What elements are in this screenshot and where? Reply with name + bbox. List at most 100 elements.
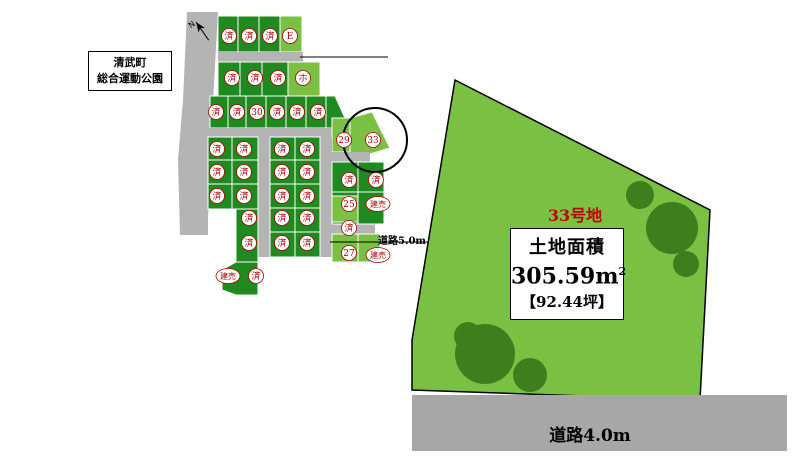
lot-marker: [236, 164, 252, 180]
lot-marker: [295, 70, 311, 86]
lot-marker: [299, 188, 315, 204]
lot-marker-label: 済: [277, 237, 286, 249]
area-unit-sup: 2: [618, 265, 627, 278]
lot-marker-label: 済: [212, 190, 221, 202]
lot-marker-label: 済: [265, 30, 274, 42]
lot-marker: [241, 235, 257, 251]
area-tsubo: 【92.44坪】: [521, 293, 613, 312]
lot-marker: [341, 172, 357, 188]
built-marker-label: 建売: [370, 250, 386, 260]
lot-marker: [274, 235, 290, 251]
built-marker-label: 建売: [370, 199, 386, 209]
park-label: 清武町 総合運動公園: [88, 51, 172, 91]
small-road-label: 道路5.0m: [378, 236, 426, 247]
lot-marker-label: 27: [343, 249, 355, 259]
lot-marker-label: 済: [302, 166, 311, 178]
lot-marker: [224, 70, 240, 86]
lot-marker-label: 済: [244, 237, 253, 249]
lot-marker-label: 済: [251, 270, 260, 282]
lot-marker-label: 済: [239, 166, 248, 178]
lot-marker: [336, 132, 352, 148]
tree-group: [454, 181, 699, 392]
lot-marker-label: 済: [232, 106, 241, 118]
lot-marker: [368, 172, 384, 188]
park-label-line1: 清武町: [113, 56, 147, 69]
lot-marker: [249, 104, 265, 120]
lot-marker: [236, 188, 252, 204]
lot-marker: [236, 141, 252, 157]
lot-marker-label: 33: [367, 136, 379, 146]
lot-marker-label: 済: [302, 143, 311, 155]
lot-marker: [274, 188, 290, 204]
internal-road-4: [320, 137, 332, 257]
lot-marker: [289, 104, 305, 120]
area-title: 土地面積: [529, 237, 605, 258]
lot-marker: [241, 28, 257, 44]
north-arrow-icon: N: [187, 19, 210, 41]
lot-marker-label: 済: [302, 212, 311, 224]
lot-marker-label: 済: [313, 106, 322, 118]
lot-marker-label: 29: [338, 136, 350, 146]
area-value: 305.59m2: [511, 259, 627, 290]
lot-marker-label: E: [287, 32, 294, 42]
lot-marker: [241, 210, 257, 226]
lot-marker-label: 済: [244, 30, 253, 42]
lot-marker-label: 済: [344, 174, 353, 186]
lot-marker-label: 済: [277, 166, 286, 178]
park-label-line2: 総合運動公園: [97, 72, 163, 85]
lot-marker-label: 済: [273, 72, 282, 84]
lot-marker-label: 済: [302, 190, 311, 202]
lot-marker: [209, 141, 225, 157]
lot-marker: [208, 104, 224, 120]
lot-marker: [269, 104, 285, 120]
lot-marker: [299, 235, 315, 251]
lot-marker-label: 済: [239, 190, 248, 202]
lot-marker-label: 済: [227, 72, 236, 84]
lot-name: 33号地: [547, 206, 603, 225]
tree: [673, 251, 699, 277]
lot-marker-label: 済: [371, 174, 380, 186]
lot-marker: [341, 220, 357, 236]
lot-marker: [270, 70, 286, 86]
lot-marker: [282, 28, 298, 44]
lot-marker: [341, 196, 357, 212]
lot-marker: [248, 268, 264, 284]
internal-road-3: [258, 137, 270, 257]
internal-road-2: [210, 128, 332, 137]
lot-marker-label: ホ: [298, 73, 307, 84]
lot-marker-label: 済: [277, 190, 286, 202]
built-marker-label: 建売: [220, 271, 236, 281]
road-label: 道路4.0m: [549, 426, 631, 446]
lot-marker-label: 済: [277, 212, 286, 224]
lot-marker: [274, 210, 290, 226]
lot-marker-label: 済: [292, 106, 301, 118]
internal-road-5: [330, 152, 370, 162]
lot-marker-label: 済: [272, 106, 281, 118]
lot-marker: [299, 210, 315, 226]
lot-marker: [274, 141, 290, 157]
lot-marker: [229, 104, 245, 120]
lot-marker: [209, 188, 225, 204]
area-box: 土地面積 305.59m2 【92.44坪】: [510, 228, 627, 320]
lot-marker: [247, 70, 263, 86]
tree: [454, 322, 482, 350]
lot-marker-label: 済: [250, 72, 259, 84]
block-right-col: [331, 161, 385, 263]
lot-marker-label: 済: [344, 222, 353, 234]
tree: [646, 202, 698, 254]
lot-marker: [262, 28, 278, 44]
lot-marker-label: 済: [244, 212, 253, 224]
lot-marker: [310, 104, 326, 120]
svg-text:N: N: [187, 19, 197, 30]
area-unit: m: [595, 263, 619, 290]
lot-marker-label: 済: [277, 143, 286, 155]
lot-marker-label: 済: [212, 143, 221, 155]
lot-marker: [365, 132, 381, 148]
road-4m: [412, 395, 787, 451]
lot-marker: [274, 164, 290, 180]
lot-marker: [299, 164, 315, 180]
area-number: 305.59: [511, 263, 596, 290]
built-marker: [365, 247, 391, 263]
